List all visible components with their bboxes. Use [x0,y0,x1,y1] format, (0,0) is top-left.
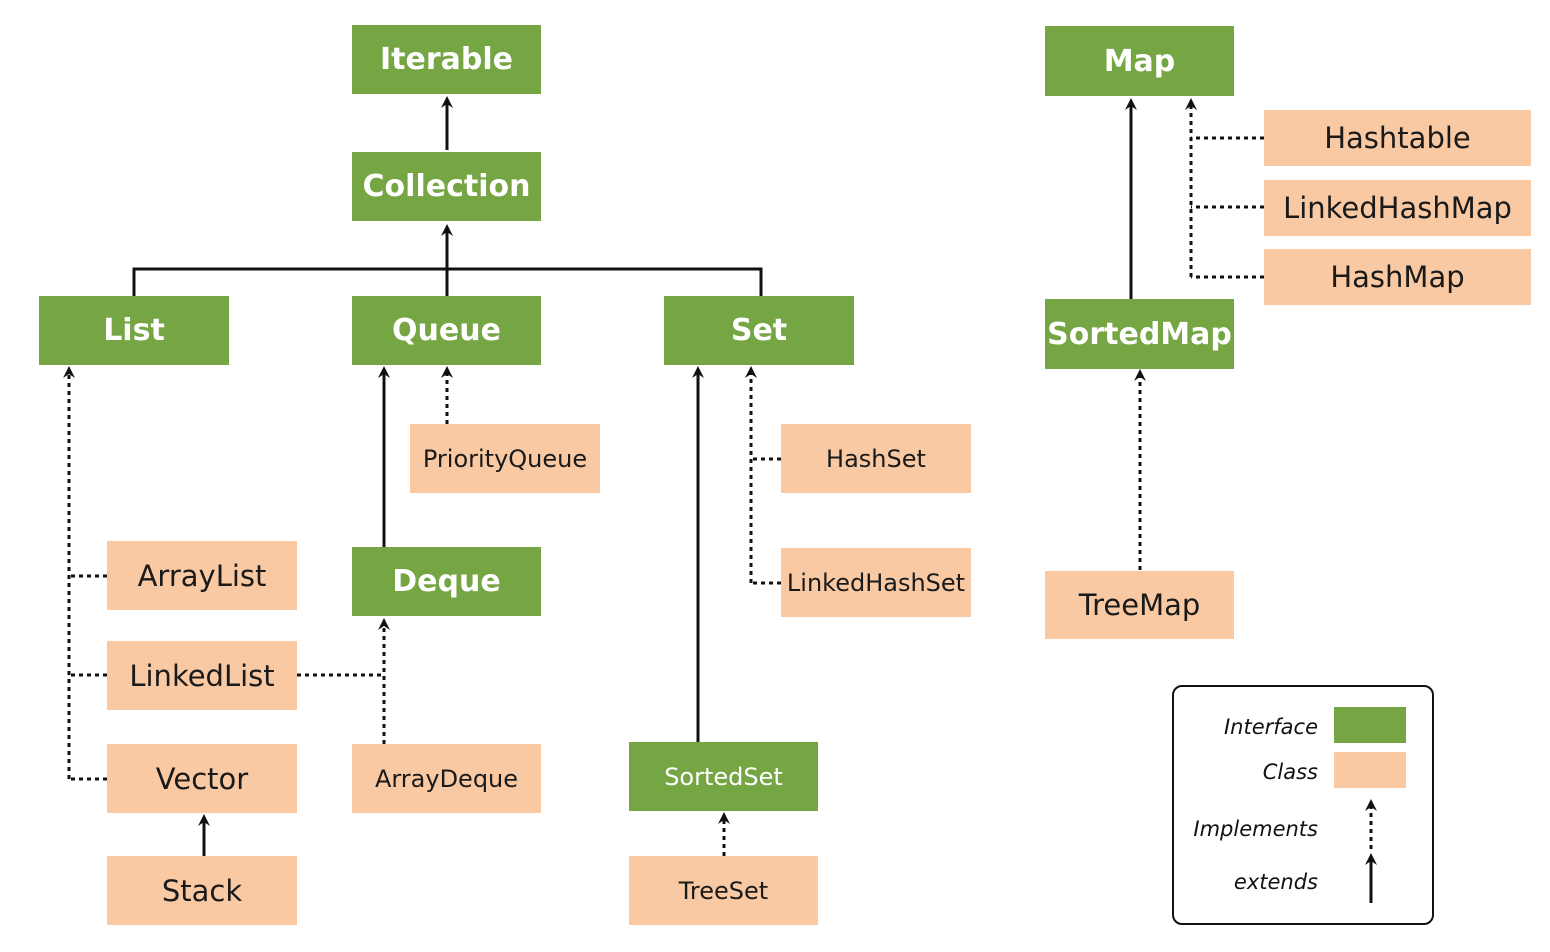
queue-node: Queue [352,296,541,365]
map-node: Map [1045,26,1234,96]
treemap-node: TreeMap [1045,571,1234,639]
legend-class-swatch [1334,752,1406,788]
arraylist-node: ArrayList [107,541,297,610]
hashtable-node: Hashtable [1264,110,1531,166]
set-node: Set [664,296,854,365]
priorityqueue-node: PriorityQueue [410,424,600,493]
legend-extends-arrow [1365,853,1377,903]
arraydeque-node: ArrayDeque [352,744,541,813]
stack-node: Stack [107,856,297,925]
iterable-node: Iterable [352,25,541,94]
legend-extends-label: extends [1233,870,1318,894]
hashset-node: HashSet [781,424,971,493]
vector-node: Vector [107,744,297,813]
linkedlist-node: LinkedList [107,641,297,710]
sortedmap-node: SortedMap [1045,299,1234,369]
legend-implements-label: Implements [1193,817,1318,841]
deque-node: Deque [352,547,541,616]
hashmap-node: HashMap [1264,249,1531,305]
legend-interface-swatch [1334,707,1406,743]
linkedhashmap-node: LinkedHashMap [1264,180,1531,236]
legend-class-label: Class [1262,760,1318,784]
linkedhashset-node: LinkedHashSet [781,548,971,617]
sortedset-node: SortedSet [629,742,818,811]
list-node: List [39,296,229,365]
treeset-node: TreeSet [629,856,818,925]
legend-interface-label: Interface [1223,715,1318,739]
legend-implements-arrow [1365,799,1377,849]
legend: Interface Class Implements extends [1172,685,1434,925]
collection-node: Collection [352,152,541,221]
